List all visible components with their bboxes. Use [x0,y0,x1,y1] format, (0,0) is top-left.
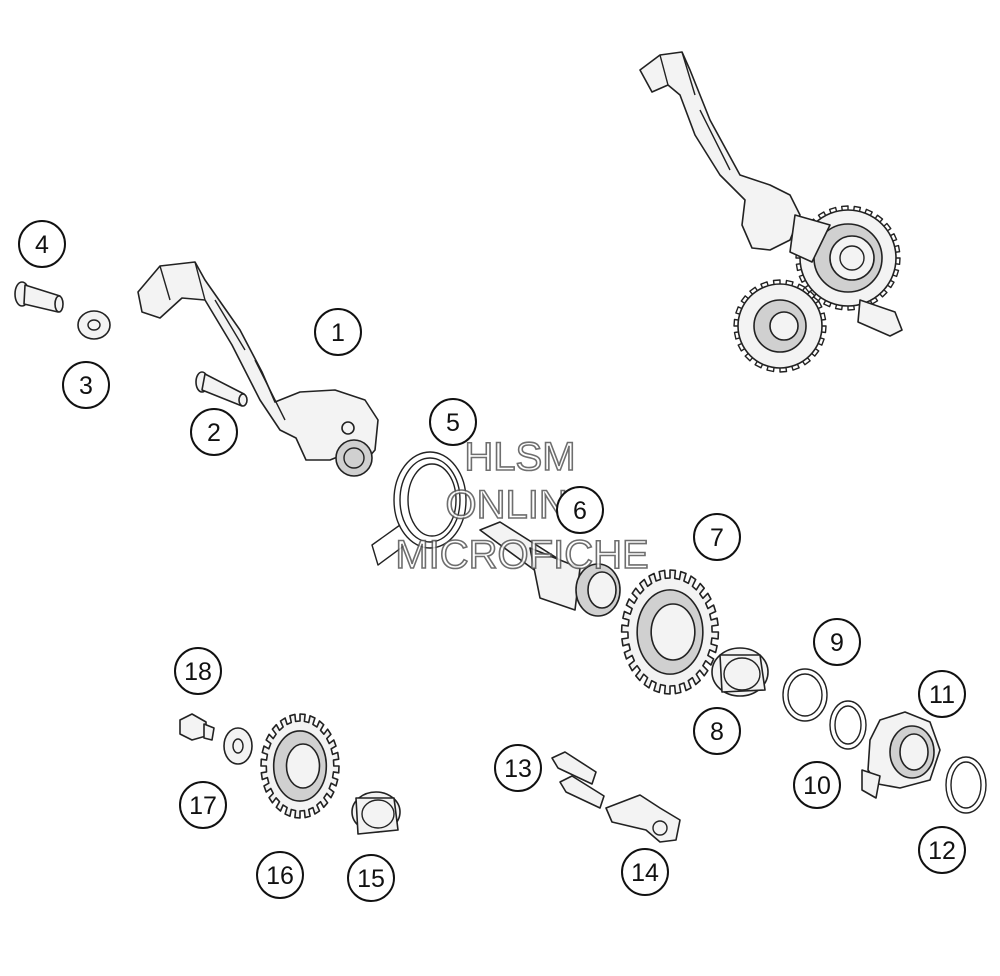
callout-16: 16 [256,851,304,899]
svg-text:8: 8 [710,718,724,746]
idler-gear-part-16 [260,713,340,819]
watermark: HLSM ONLINE MICROFICHE [395,434,650,578]
svg-text:12: 12 [928,837,956,865]
callout-11: 11 [918,670,966,718]
callout-9: 9 [813,618,861,666]
svg-text:16: 16 [266,862,294,890]
washer-part-17 [223,727,253,765]
svg-text:7: 7 [710,524,724,552]
svg-text:18: 18 [184,658,212,686]
callout-7: 7 [693,513,741,561]
callout-3: 3 [62,361,110,409]
assembled-gear-lower [737,283,823,369]
svg-text:9: 9 [830,629,844,657]
bushing-part-15 [351,791,401,835]
svg-text:10: 10 [803,772,831,800]
callout-6: 6 [556,486,604,534]
callout-15: 15 [347,854,395,902]
washer-part-3 [77,310,111,340]
svg-text:11: 11 [929,681,955,709]
bushing-part-8 [711,647,769,697]
callout-14: 14 [621,848,669,896]
callout-2: 2 [190,408,238,456]
svg-text:1: 1 [331,319,345,347]
callout-18: 18 [174,647,222,695]
callout-5: 5 [429,398,477,446]
ring-part-12 [945,756,987,814]
callout-12: 12 [918,826,966,874]
svg-text:14: 14 [631,859,659,887]
guide-plate-part-14 [605,794,681,843]
pin-part-2 [195,371,248,407]
spring-part-5 [371,451,467,566]
svg-text:6: 6 [573,497,587,525]
svg-text:4: 4 [35,231,49,259]
kickstarter-shaft-part-6 [479,521,621,617]
svg-text:3: 3 [79,372,93,400]
callout-4: 4 [18,220,66,268]
callout-13: 13 [494,744,542,792]
kick-lever-part-1 [137,261,379,477]
svg-text:15: 15 [357,865,385,893]
svg-text:17: 17 [189,792,217,820]
bolt-part-18 [179,713,215,741]
assembled-kickstarter-view [639,51,903,373]
svg-text:HLSM: HLSM [464,435,575,479]
svg-text:5: 5 [446,409,460,437]
kickstarter-gear-part-7 [620,569,720,695]
svg-text:2: 2 [207,419,221,447]
callout-8: 8 [693,707,741,755]
screws-part-13 [551,751,605,809]
svg-text:MICROFICHE: MICROFICHE [395,533,648,577]
circlip-part-10 [829,700,867,750]
callout-labels: 1 2 3 4 5 6 7 8 9 10 11 12 13 14 15 16 1… [18,220,966,902]
bolt-part-4 [14,281,64,313]
svg-text:13: 13 [504,755,532,783]
callout-1: 1 [314,308,362,356]
ratchet-part-11 [861,711,941,799]
callout-17: 17 [179,781,227,829]
callout-10: 10 [793,761,841,809]
circlip-part-9 [782,668,828,722]
